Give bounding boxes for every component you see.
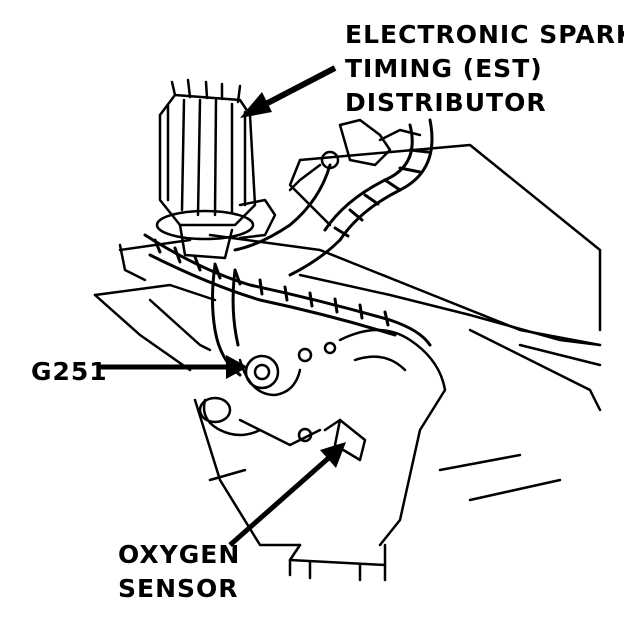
ground-terminal: [238, 341, 337, 397]
oxygen-sensor-label-line-1: OXYGEN: [118, 540, 241, 569]
distributor-label-line-2: TIMING (EST): [345, 54, 543, 83]
wiring-harness: [143, 118, 434, 377]
oxygen-sensor-arrow: [228, 442, 346, 547]
distributor-label-line-3: DISTRIBUTOR: [345, 88, 547, 117]
distributor: [155, 78, 277, 260]
oxygen-sensor-label-line-2: SENSOR: [118, 574, 239, 603]
distributor-arrow: [240, 65, 337, 118]
distributor-label-line-1: ELECTRONIC SPARK: [345, 20, 624, 49]
ground-g251-label: G251: [31, 357, 108, 386]
exhaust-manifold: [198, 328, 447, 582]
g251-arrow: [100, 355, 248, 379]
throttle-linkage: [288, 118, 422, 192]
callout-arrows: [100, 65, 346, 547]
engine-block: [93, 143, 602, 547]
